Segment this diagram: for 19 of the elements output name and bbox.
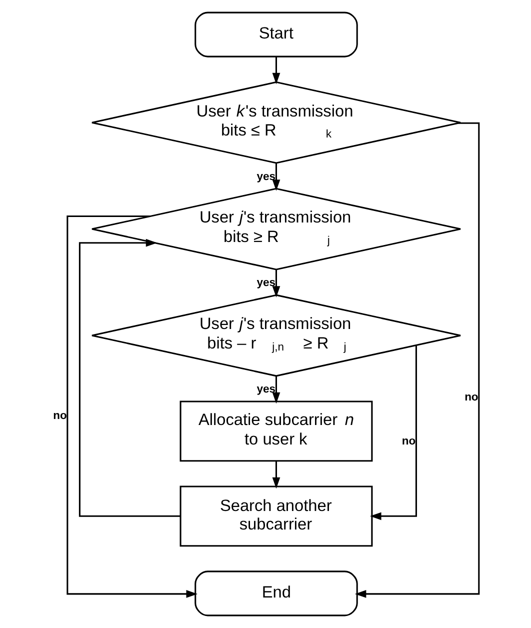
arrow xyxy=(66,215,198,598)
arrow xyxy=(272,163,280,191)
arrow xyxy=(369,345,416,520)
node-box: Allocatie subcarrier n to user k xyxy=(179,400,372,462)
arrow xyxy=(78,238,180,517)
edge-label: yes xyxy=(256,277,276,290)
edge-label: no xyxy=(401,435,416,448)
edge-label: yes xyxy=(256,170,276,183)
arrow xyxy=(272,270,280,298)
arrow xyxy=(272,376,280,404)
arrow xyxy=(272,56,280,84)
node-box: Search another subcarrier xyxy=(179,486,372,547)
node-box: End xyxy=(194,570,358,616)
edge-label: yes xyxy=(256,384,276,396)
node-box: Start xyxy=(194,12,358,58)
edge-label: no xyxy=(464,392,478,404)
edge-label: no xyxy=(52,410,66,422)
arrow xyxy=(272,460,280,489)
arrow xyxy=(354,122,480,598)
